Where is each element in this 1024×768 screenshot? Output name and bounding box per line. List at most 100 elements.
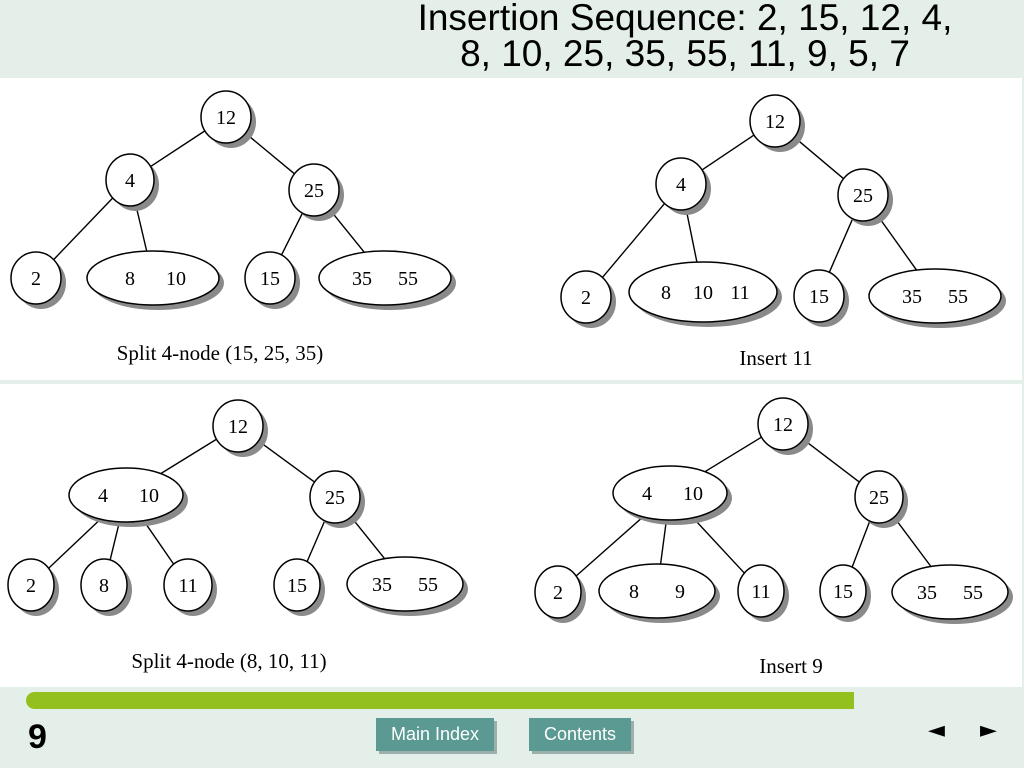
node-shape bbox=[288, 163, 340, 217]
tree-node: 25 bbox=[309, 470, 365, 528]
node-key: 55 bbox=[963, 582, 983, 604]
title-line-1: Insertion Sequence: 2, 15, 12, 4, bbox=[417, 0, 953, 38]
node-key: 4 bbox=[676, 174, 686, 196]
panel-caption: Insert 11 bbox=[739, 346, 812, 370]
node-key: 11 bbox=[178, 575, 197, 597]
node-shape bbox=[757, 397, 809, 451]
tree-node: 25 bbox=[288, 163, 344, 221]
node-key: 35 bbox=[902, 286, 922, 308]
node-shape bbox=[628, 261, 778, 323]
node-key: 15 bbox=[809, 286, 829, 308]
node-key: 15 bbox=[287, 575, 307, 597]
main-index-button[interactable]: Main Index bbox=[376, 718, 494, 751]
tree-edge bbox=[143, 520, 175, 565]
tree-node: 15 bbox=[819, 564, 871, 622]
node-shape bbox=[80, 558, 128, 612]
node-key: 8 bbox=[125, 268, 135, 290]
tree-edge bbox=[280, 212, 304, 256]
node-shape bbox=[273, 558, 321, 612]
node-shape bbox=[86, 250, 220, 306]
tree-node: 12 bbox=[212, 399, 268, 457]
tree-node: 2 bbox=[7, 558, 59, 616]
progress-bar bbox=[26, 692, 854, 709]
node-key: 4 bbox=[642, 483, 652, 505]
node-key: 10 bbox=[693, 282, 713, 304]
tree-edge bbox=[802, 438, 860, 483]
tree-node: 25 bbox=[854, 470, 908, 528]
node-shape bbox=[68, 467, 184, 523]
tree-edge bbox=[659, 519, 668, 565]
tree-node: 12 bbox=[757, 397, 813, 455]
node-key: 25 bbox=[869, 487, 889, 509]
node-key: 35 bbox=[917, 582, 937, 604]
tree-edge bbox=[701, 134, 755, 171]
tree-edge bbox=[53, 197, 114, 261]
panel-caption: Insert 9 bbox=[759, 654, 823, 678]
node-key: 8 bbox=[99, 575, 109, 597]
page-number: 9 bbox=[28, 718, 47, 756]
node-key: 2 bbox=[553, 582, 563, 604]
node-key: 55 bbox=[418, 574, 438, 596]
contents-button[interactable]: Contents bbox=[529, 718, 631, 751]
tree-edge bbox=[306, 520, 326, 562]
node-key: 11 bbox=[730, 282, 749, 304]
node-shape bbox=[534, 565, 582, 619]
tree-node: 4 10 bbox=[68, 467, 188, 527]
node-key: 12 bbox=[765, 111, 785, 133]
tree-edge bbox=[160, 438, 217, 475]
tree-edge bbox=[329, 209, 365, 253]
node-shape bbox=[819, 564, 867, 618]
node-shape bbox=[749, 94, 801, 148]
node-key: 25 bbox=[325, 487, 345, 509]
tree-node: 12 bbox=[749, 94, 805, 152]
node-shape bbox=[105, 153, 155, 207]
tree-node: 12 bbox=[200, 90, 256, 148]
node-key: 12 bbox=[216, 107, 236, 129]
node-shape bbox=[737, 564, 785, 618]
node-shape bbox=[655, 157, 707, 211]
tree-node: 8 bbox=[80, 558, 132, 616]
node-key: 35 bbox=[352, 268, 372, 290]
tree-node: 4 bbox=[105, 153, 159, 211]
panel-caption: Split 4-node (15, 25, 35) bbox=[117, 341, 323, 365]
tree-edge bbox=[692, 517, 745, 574]
node-key: 25 bbox=[304, 180, 324, 202]
previous-slide-arrow-icon[interactable]: ◄ bbox=[928, 718, 945, 743]
node-shape bbox=[163, 558, 213, 612]
next-slide-arrow-icon[interactable]: ► bbox=[980, 718, 997, 743]
node-shape bbox=[868, 268, 1002, 324]
tree-node: 2 bbox=[10, 251, 66, 309]
tree-edge bbox=[350, 516, 386, 560]
tree-edge bbox=[150, 130, 206, 168]
tree-edge bbox=[135, 205, 148, 252]
tree-node: 11 bbox=[737, 564, 789, 622]
tree-edge bbox=[704, 436, 762, 473]
node-shape bbox=[560, 270, 612, 324]
node-key: 2 bbox=[31, 268, 41, 290]
tree-edge bbox=[877, 215, 918, 271]
node-shape bbox=[10, 251, 62, 305]
node-shape bbox=[793, 269, 845, 323]
node-shape bbox=[837, 168, 889, 222]
node-key: 10 bbox=[139, 485, 159, 507]
tree-node: 35 55 bbox=[891, 564, 1013, 624]
tree-node: 11 bbox=[163, 558, 217, 616]
node-shape bbox=[854, 470, 904, 524]
title-line-2: 8, 10, 25, 35, 55, 11, 9, 5, 7 bbox=[460, 33, 910, 74]
tree-node: 4 bbox=[655, 157, 711, 215]
node-key: 10 bbox=[683, 483, 703, 505]
panel-divider bbox=[0, 380, 1024, 384]
node-key: 4 bbox=[98, 485, 108, 507]
tree-edge bbox=[685, 209, 698, 263]
node-key: 2 bbox=[26, 575, 36, 597]
tree-node: 15 bbox=[273, 558, 325, 616]
node-shape bbox=[200, 90, 252, 144]
slide-title: Insertion Sequence: 2, 15, 12, 4, 8, 10,… bbox=[360, 0, 1010, 76]
node-key: 4 bbox=[125, 170, 135, 192]
